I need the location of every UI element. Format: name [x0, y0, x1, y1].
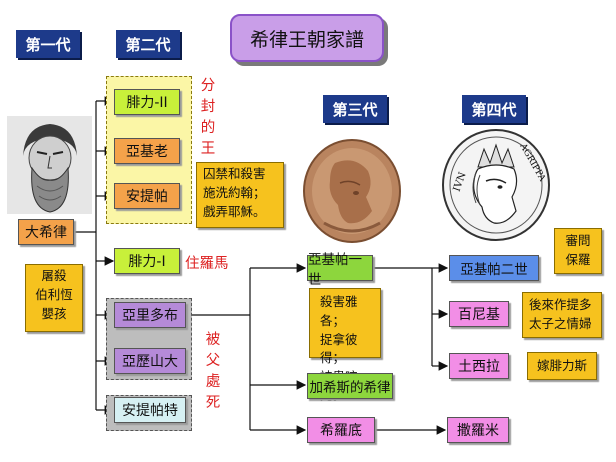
note-line: 殺害雅各； [320, 294, 358, 328]
note-line: 保羅 [565, 251, 591, 267]
note-line: 囚禁和殺害 [203, 166, 266, 181]
note-line: 審問 [565, 233, 591, 248]
note-line: 戲弄耶穌。 [203, 203, 266, 219]
person-antipater: 安提帕特 [114, 397, 186, 423]
person-aristobulus: 亞里多布 [114, 302, 186, 328]
person-herod-of-chalcis: 加希斯的希律 [307, 373, 393, 399]
agrippa-2-coin: IVN AGRIPPA [440, 127, 552, 243]
person-salome: 撒羅米 [447, 417, 509, 443]
label-killed-by-father: 被父處死 [205, 332, 221, 412]
generation-1-label: 第一代 [16, 30, 80, 58]
note-drusilla: 嫁腓力斯 [527, 352, 597, 380]
person-herod-the-great: 大希律 [18, 219, 74, 245]
generation-2-label: 第二代 [116, 30, 180, 58]
note-line: 捉拿彼得； [320, 331, 358, 366]
person-agrippa-2: 亞基帕二世 [449, 255, 539, 281]
note-bernice: 後來作提多 太子之情婦 [522, 292, 602, 338]
generation-3-label: 第三代 [323, 95, 387, 123]
note-agrippa-2: 審問 保羅 [554, 228, 602, 274]
note-line: 屠殺 [41, 268, 67, 283]
title-box: 希律王朝家譜 [230, 14, 384, 62]
herod-portrait [7, 116, 92, 214]
note-agrippa-1: 殺害雅各； 捉拿彼得； 被蟲咬死。 [309, 288, 381, 403]
person-bernice: 百尼基 [449, 301, 509, 327]
generation-4-label: 第四代 [462, 95, 526, 123]
note-line: 後來作提多 [529, 297, 592, 312]
person-philip-1: 腓力-I [114, 248, 180, 274]
person-antipas: 安提帕 [114, 183, 180, 209]
note-line: 伯利恆 [35, 286, 73, 302]
person-archelaus: 亞基老 [114, 138, 180, 164]
label-divided-kingdom: 分封的王 [200, 78, 216, 158]
agrippa-1-coin [300, 135, 404, 245]
note-line: 太子之情婦 [529, 315, 592, 331]
person-philip-2: 腓力-II [114, 89, 180, 115]
person-agrippa-1: 亞基帕一世 [307, 252, 373, 288]
note-antipas: 囚禁和殺害 施洗約翰； 戲弄耶穌。 [196, 162, 284, 228]
label-lived-in-rome: 住羅馬 [185, 256, 229, 272]
person-herodias: 希羅底 [307, 417, 375, 443]
title: 希律王朝家譜 [249, 28, 364, 51]
note-herod-the-great: 屠殺 伯利恆 嬰孩 [25, 264, 83, 332]
person-drusilla: 土西拉 [449, 353, 509, 379]
person-alexander: 亞歷山大 [114, 348, 186, 374]
note-line: 施洗約翰； [203, 184, 266, 200]
note-line: 嬰孩 [41, 305, 67, 321]
